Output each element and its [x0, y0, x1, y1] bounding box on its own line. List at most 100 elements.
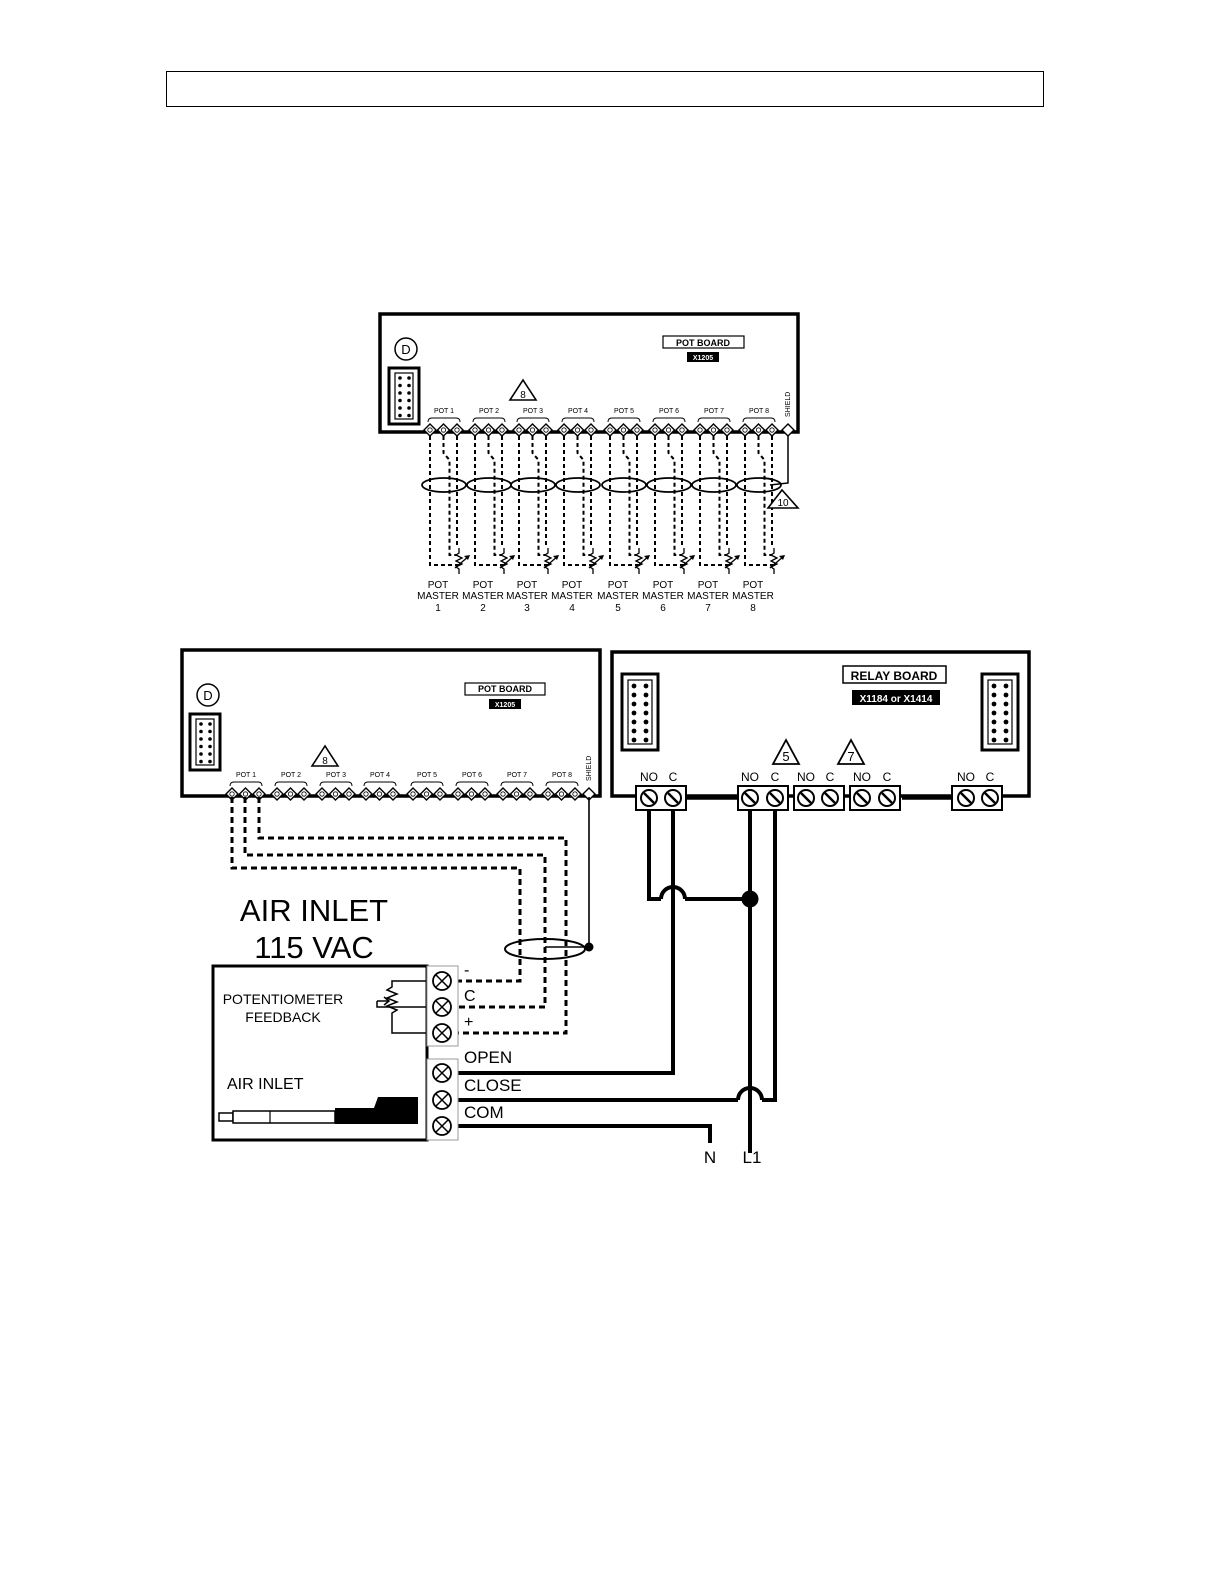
potentiometer-icon [769, 548, 779, 574]
connector-pin [398, 383, 402, 388]
air-inlet-device: POTENTIOMETER FEEDBACK AIR INLET [211, 964, 459, 1142]
neutral-label: N [704, 1148, 716, 1167]
pot-master-label: POT [473, 580, 494, 591]
relay-terminal-c-label: C [986, 770, 995, 784]
pot-board-model: X1205 [495, 702, 515, 709]
pot-master-label: MASTER [506, 591, 548, 602]
connector-pin [407, 398, 411, 403]
pot-board-name: POT BOARD [478, 684, 533, 694]
pot-master-label: MASTER [462, 591, 504, 602]
screw-terminal [464, 787, 479, 801]
connector-pin [991, 692, 997, 698]
pot-master-label: POT [428, 580, 449, 591]
relay-terminal-no-label: NO [797, 770, 815, 784]
pot-master-label: POT [517, 580, 538, 591]
relay-board-frame [610, 650, 1031, 798]
connector-pin [643, 683, 649, 689]
pot-master-number: 7 [705, 603, 711, 614]
connector-pin [208, 744, 212, 749]
pot-master-label: MASTER [687, 591, 729, 602]
relay-board-model: X1184 or X1414 [860, 694, 933, 705]
screw-terminal [568, 787, 582, 801]
screw-terminal [451, 787, 465, 801]
screw-terminal [283, 787, 298, 801]
relay-board-name: RELAY BOARD [851, 669, 938, 683]
connector-pin [991, 728, 997, 734]
actuator-icon [218, 1097, 418, 1124]
inlet-terminal-label: - [464, 962, 469, 979]
connector-pin [643, 728, 649, 734]
connector-pin [1003, 719, 1009, 725]
screw-terminal [328, 787, 343, 801]
connector-pin [407, 406, 411, 410]
connector-d-icon [196, 683, 220, 707]
screw-terminal [297, 787, 311, 801]
connector-pin [1003, 710, 1009, 716]
potentiometer-icon [376, 980, 427, 1034]
pot-board-model: X1205 [693, 355, 713, 362]
relay-terminal-c-label: C [669, 770, 678, 784]
connector-pin [631, 719, 637, 725]
screw-terminal [509, 787, 524, 801]
pot-terminal-label: POT 3 [326, 772, 346, 779]
air-inlet-device-label: AIR INLET [227, 1076, 304, 1093]
pot-master-wiring [421, 436, 789, 574]
connector-pin [643, 719, 649, 725]
potentiometer-icon [634, 548, 644, 574]
pot-terminal-label: POT 4 [370, 772, 390, 779]
relay-terminal-no-label: NO [853, 770, 871, 784]
connector-pin [199, 759, 203, 764]
pot-board-top-frame [378, 312, 800, 434]
connector-pin [631, 692, 637, 698]
pot-master-number: 5 [615, 603, 621, 614]
screw-terminal [386, 787, 400, 801]
pot-terminal-label: POT 3 [523, 408, 543, 415]
pot-terminal-label: POT 8 [749, 408, 769, 415]
connector-pin [991, 719, 997, 725]
screw-terminal [342, 787, 356, 801]
connector-pin [1003, 683, 1009, 689]
connector-pin [199, 752, 203, 756]
potentiometer-icon [454, 548, 464, 574]
screw-terminal [478, 787, 492, 801]
pot-master-label: MASTER [732, 591, 774, 602]
connector-pin [407, 391, 411, 395]
connector-pin [643, 737, 649, 743]
air-inlet-wiring [230, 797, 777, 1153]
connector-pin [208, 722, 212, 726]
pot-master-number: 3 [524, 603, 530, 614]
warning-number-5: 5 [782, 749, 789, 764]
warning-triangle-icon [508, 378, 538, 401]
pot-terminal-label: POT 2 [479, 408, 499, 415]
warning-number-7: 7 [847, 749, 854, 764]
pot-board-label-box [662, 335, 745, 349]
connector-pin [208, 759, 212, 764]
warning-number: 8 [322, 756, 328, 767]
pot-master-label: MASTER [417, 591, 459, 602]
screw-terminal [433, 787, 447, 801]
connector-pin [398, 376, 402, 380]
connector-pin [398, 391, 402, 395]
connector-pin [1003, 692, 1009, 698]
pot-board-name: POT BOARD [676, 338, 731, 348]
pot-master-number: 8 [750, 603, 756, 614]
pot-terminal-label: POT 6 [659, 408, 679, 415]
inlet-terminal-label: C [464, 988, 476, 1005]
connector-pin [991, 710, 997, 716]
pot-board-label-box [464, 682, 546, 696]
connector-pin [398, 413, 402, 418]
pot-master-label: MASTER [551, 591, 593, 602]
connector-pin [199, 737, 203, 741]
connector-pin [398, 406, 402, 410]
air-inlet-voltage: 115 VAC [254, 930, 373, 965]
connector-pin [407, 376, 411, 380]
pot-master-label: POT [562, 580, 583, 591]
potentiometer-icon [588, 548, 598, 574]
air-inlet-title: AIR INLET [240, 893, 388, 928]
connector-pin [631, 710, 637, 716]
shield-label: SHIELD [785, 392, 792, 417]
pot-terminal-label: POT 1 [236, 772, 256, 779]
